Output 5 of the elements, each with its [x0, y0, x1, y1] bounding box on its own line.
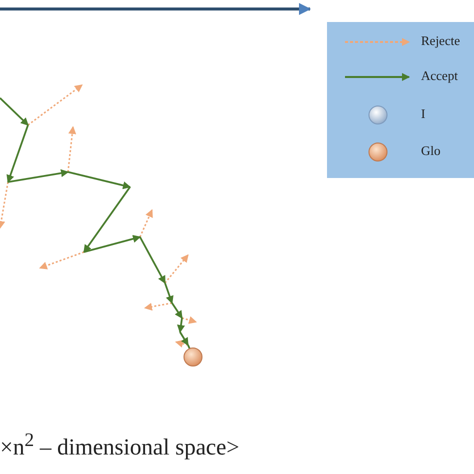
legend-label: Rejecte — [421, 33, 460, 49]
legend-label: Accept — [421, 68, 458, 84]
axis-label: ×n$^{2}$ – dimensional space> — [0, 430, 240, 461]
legend-label: Glo — [421, 143, 440, 159]
legend-label: I — [421, 106, 426, 122]
